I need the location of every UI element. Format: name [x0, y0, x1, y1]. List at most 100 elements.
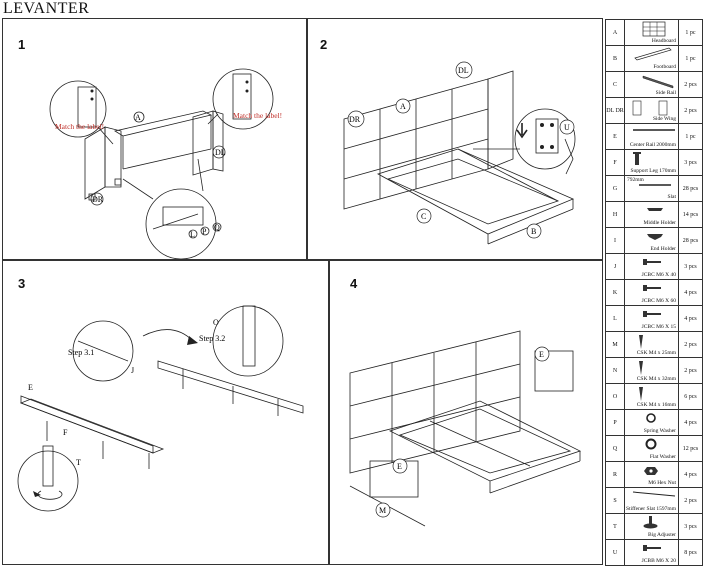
part-letter: R	[605, 461, 625, 488]
label-a: A	[135, 113, 141, 122]
middle-holder-icon	[625, 202, 681, 220]
part-letter: E	[605, 123, 625, 150]
part-letter: J	[605, 253, 625, 280]
label-dl: DL	[215, 148, 226, 157]
part-quantity: 1 pc	[678, 19, 703, 46]
screw-icon	[625, 384, 681, 402]
part-illustration-cell: Headboard	[624, 19, 681, 46]
part-quantity: 28 pcs	[678, 175, 703, 202]
arrow-down-icon	[516, 123, 528, 139]
step-3-2-label: Step 3.2	[199, 334, 225, 343]
part-illustration-cell: Center Rail 2000mm	[624, 123, 679, 150]
label-f: F	[63, 428, 68, 437]
step-number: 1	[18, 37, 26, 52]
part-name: End Holder	[650, 246, 676, 252]
label-b: B	[531, 227, 536, 236]
part-illustration-cell: CSK M4 x 25mm	[624, 331, 681, 358]
step-number: 3	[18, 276, 26, 291]
label-dr: DR	[349, 115, 361, 124]
part-illustration-cell: Footboard	[624, 45, 679, 72]
part-name: Flat Washer	[649, 454, 676, 460]
stiffener-slat-icon	[625, 488, 681, 506]
part-letter: S	[605, 487, 625, 514]
rotate-arrow-icon	[33, 491, 41, 497]
part-size: 792mm	[627, 177, 644, 183]
part-illustration-cell: M6 Hex Nut	[624, 461, 679, 488]
part-letter: T	[605, 513, 625, 540]
part-quantity: 28 pcs	[678, 227, 703, 254]
label-t: T	[76, 458, 81, 467]
screw-icon	[625, 358, 681, 376]
step-panel-3: 3 Step 3.1 Step 3.2 E F J T O	[2, 260, 329, 565]
flat-washer-icon	[625, 436, 681, 454]
step-2-illustration: DR A DL C B U	[343, 61, 576, 245]
part-letter: F	[605, 149, 625, 176]
label-e-top: E	[539, 350, 544, 359]
part-quantity: 3 pcs	[678, 253, 703, 280]
brand-title: LEVANTER	[3, 0, 90, 17]
part-letter: B	[605, 45, 625, 72]
side-rail-icon	[625, 72, 681, 90]
part-name: Stiffener Slat 1597mm	[625, 506, 676, 512]
step-panel-4: 4 E E M	[329, 260, 603, 565]
bolt-icon	[625, 540, 681, 558]
part-name: JCBC M6 X 15	[641, 324, 676, 330]
part-name: Slat	[667, 194, 676, 200]
label-q: Q	[214, 223, 220, 232]
label-p: P	[202, 227, 207, 236]
label-dr: DR	[92, 195, 104, 204]
part-letter: N	[605, 357, 625, 384]
part-letter: O	[605, 383, 625, 410]
adjuster-icon	[625, 514, 681, 532]
part-quantity: 3 pcs	[678, 149, 703, 176]
part-name: JCBC M6 X 60	[641, 298, 676, 304]
part-quantity: 1 pc	[678, 45, 703, 72]
part-quantity: 2 pcs	[678, 97, 703, 124]
part-illustration-cell: JCBC M6 X 15	[624, 305, 679, 332]
part-name: CSK M4 x 16mm	[636, 402, 676, 408]
part-illustration-cell: Big Adjuster	[624, 513, 681, 540]
part-illustration-cell: CSK M4 x 16mm	[624, 383, 681, 410]
step-3-1-label: Step 3.1	[68, 348, 94, 357]
part-illustration-cell: Support Leg 170mm	[624, 149, 679, 176]
step-number: 4	[350, 276, 358, 291]
part-illustration-cell: Stiffener Slat 1597mm	[624, 487, 681, 514]
label-m: M	[379, 506, 386, 515]
side-wing-icon	[625, 98, 681, 116]
part-name: Side Rail	[655, 90, 676, 96]
part-illustration-cell: CSK M4 x 32mm	[624, 357, 681, 384]
part-quantity: 2 pcs	[678, 357, 703, 384]
headboard-icon	[625, 20, 681, 38]
bolt-icon	[625, 254, 681, 272]
part-illustration-cell: Side Rail	[624, 71, 681, 98]
slat-icon	[625, 176, 681, 194]
label-dl: DL	[458, 66, 469, 75]
label-c: C	[421, 212, 426, 221]
part-quantity: 4 pcs	[678, 461, 703, 488]
part-name: Center Rail 2000mm	[629, 142, 676, 148]
part-letter: H	[605, 201, 625, 228]
part-quantity: 3 pcs	[678, 513, 703, 540]
label-a: A	[400, 102, 406, 111]
part-illustration-cell: JCBC M6 X 40	[624, 253, 681, 280]
step-1-illustration: A DL DR L P Q Match the label! Match the…	[49, 68, 282, 260]
screw-icon	[625, 332, 681, 350]
part-letter: DL DR	[605, 97, 625, 124]
part-letter: M	[605, 331, 625, 358]
